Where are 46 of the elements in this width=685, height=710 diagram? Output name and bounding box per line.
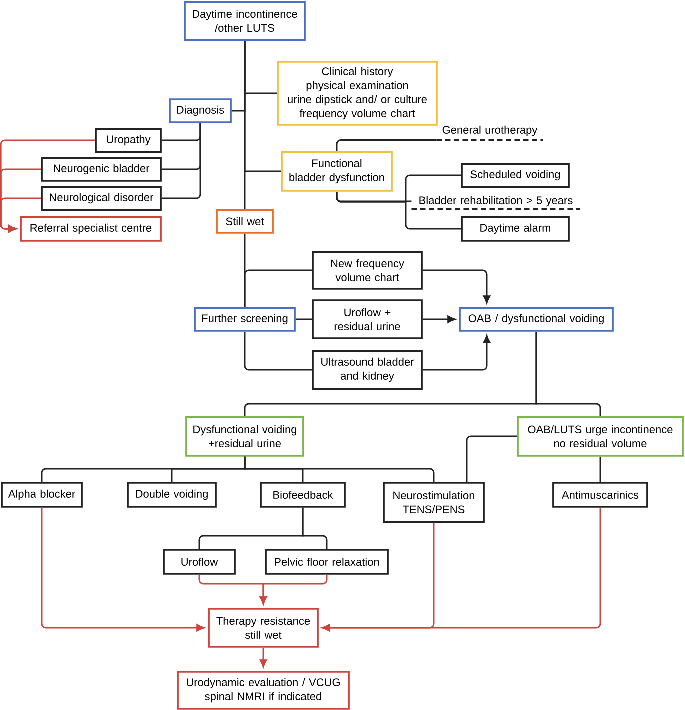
step-box: Ultrasound bladder and kidney: [312, 350, 423, 390]
connector-line: [244, 40, 246, 210]
step-box: Alpha blocker: [1, 482, 83, 508]
connector-line: [600, 456, 602, 482]
connector-line: [244, 332, 312, 371]
step-box: Dysfunctional voiding +residual urine: [186, 416, 304, 457]
arrow: [422, 335, 491, 371]
arrow: [422, 316, 456, 324]
dashed-label: Bladder rehabilitation > 5 years: [412, 196, 580, 210]
arrow: [260, 574, 328, 605]
step-box: Double voiding: [127, 482, 217, 508]
step-box: Neurological disorder: [41, 186, 162, 211]
step-box: Uroflow: [163, 549, 236, 575]
step-box: Uropathy: [95, 128, 162, 153]
arrow: [422, 270, 491, 304]
step-box: OAB / dysfunctional voiding: [459, 307, 614, 332]
connector-line: [336, 140, 437, 152]
arrow: [260, 648, 268, 668]
step-box: Therapy resistance still wet: [208, 608, 319, 648]
connector-line: [466, 436, 518, 482]
step-box: OAB/LUTS urge incontinence no residual volume: [517, 416, 684, 457]
step-box: Neurostimulation TENS/PENS: [383, 482, 485, 523]
step-box: Further screening: [194, 307, 296, 332]
step-box: Clinical history physical examination urine dipstick and/ or culture frequency volume chart: [277, 61, 438, 126]
connector-line: [296, 318, 312, 320]
step-box: Biofeedback: [260, 482, 346, 508]
step-box: Antimuscarinics: [552, 482, 648, 508]
step-box: Daytime alarm: [461, 216, 570, 242]
arrow: [322, 508, 602, 632]
step-box: Pelvic floor relaxation: [265, 549, 389, 575]
step-box: Diagnosis: [169, 98, 232, 124]
arrow: [41, 508, 205, 632]
step-box: Referral specialist centre: [20, 216, 162, 242]
connector-line: [336, 192, 462, 230]
connector-line: [162, 123, 202, 200]
step-box: Neurogenic bladder: [41, 157, 162, 182]
step-box: Scheduled voiding: [461, 163, 570, 188]
step-box: Daytime incontinence /other LUTS: [184, 1, 306, 41]
dashed-label: General urotherapy: [436, 126, 544, 142]
step-box: Uroflow + residual urine: [312, 300, 423, 340]
arrow: [0, 198, 42, 233]
step-box: New frequency volume chart: [312, 251, 423, 290]
connector-line: [244, 270, 312, 308]
step-box: Still wet: [216, 209, 274, 234]
step-box: Urodynamic evaluation / VCUG spinal NMRI if indicated: [177, 671, 350, 710]
step-box: Functional bladder dysfunction: [281, 151, 393, 192]
